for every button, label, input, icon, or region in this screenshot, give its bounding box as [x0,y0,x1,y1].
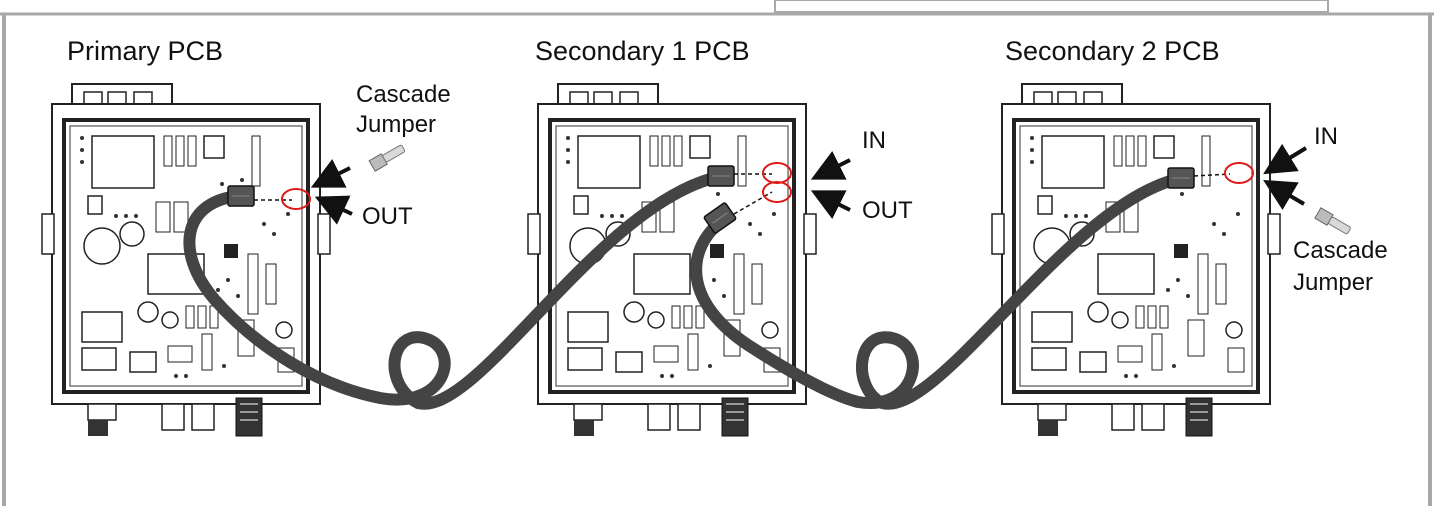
label-in-secondary-1: IN [862,126,886,156]
arrow-primary-out [322,200,352,214]
arrow-secondary-1-out [818,194,850,210]
cascade-jumper-icon [369,143,406,171]
title-secondary-2-pcb: Secondary 2 PCB [1005,36,1220,67]
label-jumper-primary: Jumper [356,110,436,140]
arrow-secondary-2-jumper [1270,184,1304,204]
label-jumper-secondary-2: Jumper [1293,268,1373,298]
label-out-primary: OUT [362,202,413,232]
arrow-secondary-1-in [818,160,850,176]
cable-plug-primary [228,186,254,206]
arrow-primary-jumper [318,168,350,184]
label-cascade-secondary-2: Cascade [1293,236,1388,266]
cascade-jumper-icon [1315,208,1352,236]
title-secondary-1-pcb: Secondary 1 PCB [535,36,750,67]
arrow-secondary-2-in [1270,148,1306,170]
cable-plug-secondary-2 [1168,168,1194,188]
label-out-secondary-1: OUT [862,196,913,226]
label-cascade-primary: Cascade [356,80,451,110]
cable-plug-secondary-1-in [708,166,734,186]
label-in-secondary-2: IN [1314,122,1338,152]
title-primary-pcb: Primary PCB [67,36,223,67]
board-secondary-2 [992,84,1280,436]
board-secondary-1 [528,84,816,436]
